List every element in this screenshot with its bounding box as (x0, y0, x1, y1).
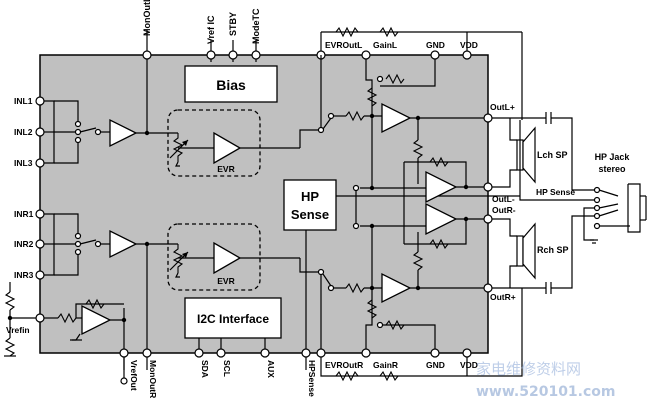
evr-bottom-label: EVR (217, 276, 234, 286)
pin-label-inl2: INL2 (14, 127, 33, 137)
right-output-path (299, 226, 488, 353)
rch-speaker-label: Rch SP (537, 245, 569, 255)
pin-label-evroutr: EVROutR (325, 360, 363, 370)
pin-label-gainr: GainR (373, 360, 398, 370)
vrefin-circuit: Vrefin (4, 282, 127, 370)
evr-top-block: EVR (167, 109, 300, 177)
watermark: 家电维修资料网 www.520101.com (476, 360, 616, 400)
bottom-pins: VrefOut MonOutR SDA SCL AUX HPSense (119, 338, 317, 398)
i2c-label: I2C Interface (197, 312, 269, 326)
pin-label-inl1: INL1 (14, 96, 33, 106)
pin-label-gnd-bottom: GND (426, 360, 445, 370)
evr-top-label: EVR (217, 164, 234, 174)
top-right-pins: EVROutL GainL GND VDD (316, 26, 523, 120)
watermark-cn: 家电维修资料网 (476, 360, 581, 378)
left-channel-input (44, 100, 178, 164)
hp-jack-label-2: stereo (598, 164, 626, 174)
pin-label-monoutl: MonOutL (142, 0, 152, 36)
pin-label-monoutr: MonOutR (148, 360, 158, 398)
pin-label-evroutl: EVROutL (325, 40, 362, 50)
pin-label-gnd-top: GND (426, 40, 445, 50)
hp-jack-label-1: HP Jack (595, 152, 631, 162)
bias-label: Bias (216, 77, 246, 93)
bottom-right-pins: EVROutR GainR GND VDD (316, 288, 523, 382)
pin-label-inr3: INR3 (14, 270, 34, 280)
pin-label-vrefout: VrefOut (129, 360, 139, 391)
watermark-url: www.520101.com (476, 384, 616, 400)
pin-label-vrefic: Vref IC (206, 15, 216, 44)
hp-sense-block: HP Sense (283, 179, 520, 370)
pin-label-modetc: ModeTC (251, 8, 261, 44)
lch-speaker-label: Lch SP (537, 150, 568, 160)
right-output-pins: OutL+ OutL- OutR- OutR+ (483, 102, 516, 302)
external-circuit: Lch SP Rch SP HP Sense HP Jack stereo (492, 112, 647, 294)
pin-label-inl3: INL3 (14, 158, 33, 168)
vrefin-label: Vrefin (6, 325, 30, 335)
evr-bottom-block: EVR (167, 223, 300, 291)
center-amplifiers (352, 156, 488, 250)
pin-label-vdd-top: VDD (460, 40, 478, 50)
pin-label-outl-minus: OutL- (492, 194, 515, 204)
top-pins: MonOutL Vref IC STBY ModeTC (142, 0, 261, 134)
pin-label-scl: SCL (222, 360, 232, 377)
pin-label-stby: STBY (228, 12, 238, 36)
hp-sense-label-2: Sense (291, 207, 329, 222)
pin-label-outl-plus: OutL+ (490, 102, 515, 112)
pin-label-inr1: INR1 (14, 209, 34, 219)
pin-label-sda: SDA (200, 360, 210, 378)
left-output-path (299, 55, 488, 188)
pin-label-vdd-bottom: VDD (460, 360, 478, 370)
pin-label-outr-minus: OutR- (492, 205, 516, 215)
pin-label-gainl: GainL (373, 40, 397, 50)
hp-sense-label-1: HP (301, 189, 319, 204)
pin-label-outr-plus: OutR+ (490, 292, 516, 302)
i2c-block (184, 297, 282, 339)
pin-label-hpsense: HPSense (307, 360, 317, 397)
pin-label-inr2: INR2 (14, 239, 34, 249)
hp-sense-ext-label: HP Sense (536, 187, 575, 197)
bias-block (184, 65, 278, 103)
pin-label-aux: AUX (266, 360, 276, 378)
